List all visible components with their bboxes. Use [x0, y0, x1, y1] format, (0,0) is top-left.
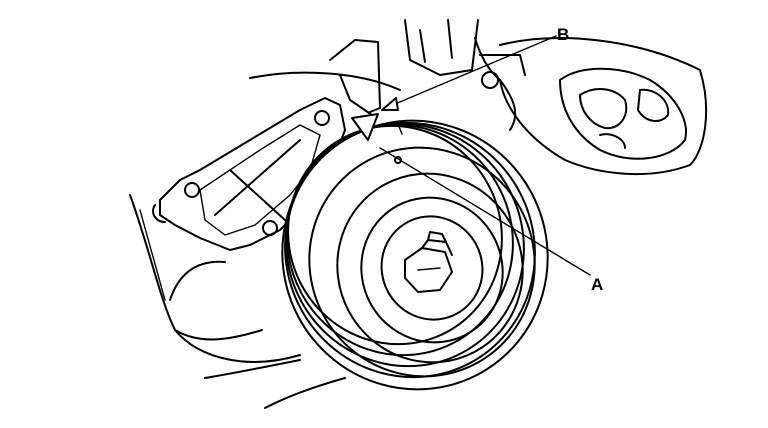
leader-lines	[379, 35, 591, 276]
engine-block-outline	[129, 71, 401, 409]
accessory-alternator	[479, 37, 708, 176]
upper-engine-structure	[329, 19, 517, 131]
pulley-bolt	[404, 231, 453, 293]
crankshaft-pulley	[281, 119, 549, 391]
callout-label-a: A	[591, 275, 604, 294]
callout-label-b: B	[557, 25, 570, 44]
